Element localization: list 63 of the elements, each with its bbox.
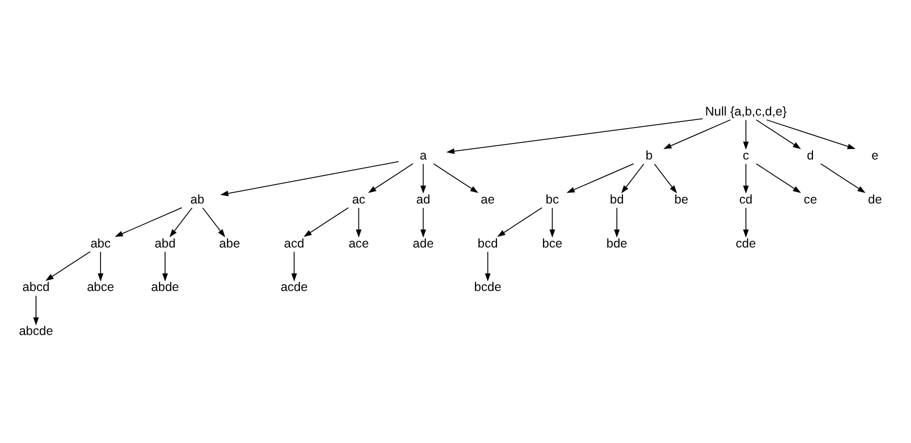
arrow (446, 118, 704, 154)
node-text: ab (190, 192, 204, 206)
arrow (304, 206, 349, 236)
node-text: ce (804, 192, 818, 206)
arrow (756, 118, 801, 149)
node-text: abe (219, 236, 240, 250)
node-text: abcde (18, 324, 54, 338)
arrow (45, 250, 91, 280)
arrow (202, 206, 226, 237)
arrow (98, 250, 104, 281)
node-text: abcd (22, 280, 50, 294)
arrow (484, 250, 491, 281)
arrow (114, 206, 182, 236)
node-text: b (646, 148, 653, 162)
arrow (162, 250, 168, 281)
node-text: abce (86, 280, 114, 294)
node-text: acd (284, 236, 304, 250)
node-text: abc (90, 236, 111, 250)
arrow (654, 163, 677, 193)
node-text: e (871, 148, 878, 162)
node-text: bde (606, 236, 628, 250)
node-text: de (868, 192, 882, 206)
arrow (356, 206, 362, 238)
arrow (170, 206, 192, 237)
node-text: ad (416, 192, 430, 206)
node-text: a (420, 148, 427, 162)
node-text: bc (546, 192, 559, 206)
node-text: d (806, 148, 814, 162)
arrow (549, 206, 556, 238)
arrow (433, 162, 478, 192)
node-text: ade (412, 236, 434, 250)
arrow (621, 163, 644, 193)
arrow (33, 294, 39, 325)
arrow (663, 118, 731, 149)
arrow (614, 206, 620, 238)
node-text: abde (151, 280, 180, 294)
arrow (566, 162, 634, 192)
node-text: be (674, 192, 688, 206)
arrow (743, 119, 749, 150)
node-text: bd (610, 192, 624, 206)
node-text: c (742, 148, 750, 162)
node-text: Null {a,b,c,d,e} (705, 104, 787, 118)
node-text: ae (480, 192, 495, 206)
node-text: ac (352, 192, 366, 206)
arrow (291, 250, 297, 281)
arrow (420, 206, 426, 238)
arrow (743, 206, 749, 238)
node-text: bcde (474, 280, 502, 294)
arrow (766, 118, 856, 149)
arrow (756, 162, 801, 192)
arrow (220, 160, 400, 196)
arrow (368, 162, 414, 192)
node-text: ace (348, 236, 369, 250)
node-text: bcd (478, 236, 498, 250)
arrow (820, 162, 866, 192)
arrow (420, 163, 426, 194)
arrow (497, 206, 542, 236)
node-text: cd (739, 192, 753, 206)
arrow (743, 163, 749, 194)
node-text: abd (154, 236, 176, 250)
node-text: acde (280, 280, 308, 294)
node-text: cde (736, 236, 756, 250)
node-text: bce (542, 236, 562, 250)
